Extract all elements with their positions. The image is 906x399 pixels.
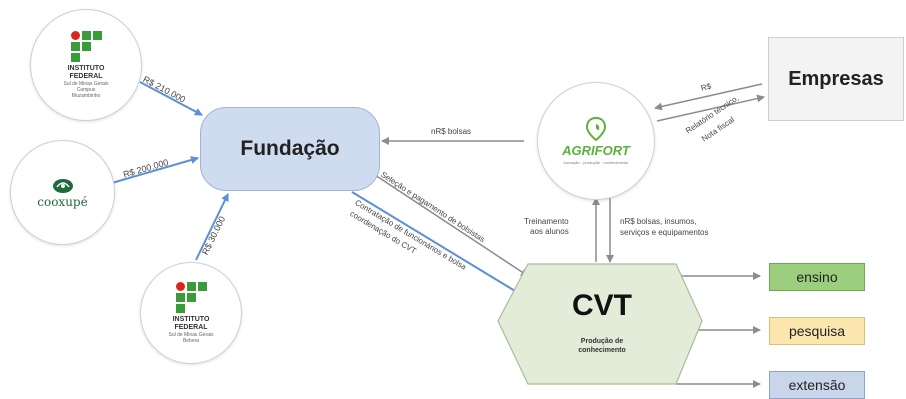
agrifort-pin-icon — [586, 117, 606, 141]
output-pesquisa: pesquisa — [769, 317, 865, 345]
arrow-empresas-to-agrifort — [654, 83, 763, 111]
if-logo-icon — [175, 282, 207, 313]
if-top-sub1: Sul de Minas Gerais — [63, 81, 109, 87]
if-muzambinho-node: INSTITUTO FEDERAL Sul de Minas Gerais Ca… — [30, 9, 142, 121]
if-bebera-node: INSTITUTO FEDERAL Sul de Minas Gerais Be… — [140, 262, 242, 364]
output-ensino: ensino — [769, 263, 865, 291]
if-top-sub3: Muzambinho — [71, 93, 101, 99]
empresas-node: Empresas — [768, 37, 904, 121]
flow-label-agrifort-cvt-2: serviços e equipamentos — [620, 228, 709, 237]
cvt-subtitle-line2: conhecimento — [578, 347, 626, 354]
arrow-fundacao-to-cvt-gray — [371, 172, 529, 277]
if-bottom-sub2: Bebera — [182, 338, 200, 344]
cooxupe-node: cooxupé — [10, 140, 115, 245]
arrow-agrifort-to-empresas — [656, 94, 765, 122]
if-logo-icon — [70, 31, 102, 62]
if-top-line2: FEDERAL — [69, 73, 103, 80]
cooxupe-name: cooxupé — [37, 194, 88, 209]
agrifort-name: AGRIFORT — [562, 143, 630, 158]
if-bottom-line1: INSTITUTO — [172, 316, 210, 323]
cvt-hexagon — [497, 263, 703, 385]
cvt-subtitle-line1: Produção de — [580, 338, 624, 345]
arrow-if-bottom-to-fundacao — [195, 193, 229, 261]
agrifort-node: AGRIFORT inovação · produção · conhecime… — [537, 82, 655, 200]
arrow-fundacao-to-cvt-blue — [351, 191, 521, 295]
if-top-line1: INSTITUTO — [67, 65, 105, 72]
cvt-title: CVT — [572, 289, 632, 322]
flow-label-cvt-agrifort-1: Treinamento — [524, 217, 569, 226]
arrow-if-top-to-fundacao — [139, 81, 203, 116]
cooxupe-logo-icon — [52, 178, 73, 193]
if-top-sub2: Campus — [76, 87, 96, 93]
if-bottom-line2: FEDERAL — [174, 324, 208, 331]
agrifort-tagline: inovação · produção · conhecimento — [563, 160, 629, 165]
flow-label-agrifort-fundacao: nR$ bolsas — [431, 127, 472, 136]
flow-label-agrifort-cvt-1: nR$ bolsas, insumos, — [620, 217, 697, 226]
output-extensao: extensão — [769, 371, 865, 399]
arrow-cooxupe-to-fundacao — [111, 156, 199, 184]
fundacao-node: Fundação — [200, 107, 380, 191]
if-bottom-sub1: Sul de Minas Gerais — [168, 332, 214, 338]
flow-label-cvt-agrifort-2: aos alunos — [530, 227, 569, 236]
